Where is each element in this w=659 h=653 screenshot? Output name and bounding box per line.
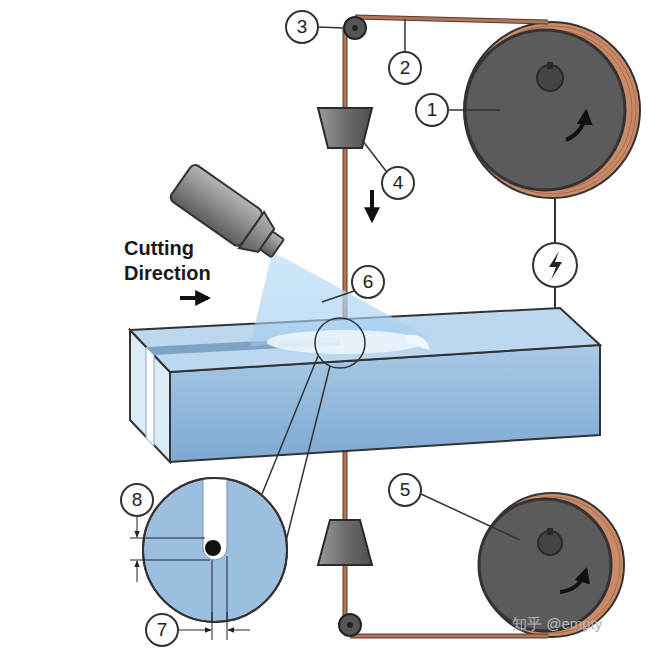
kerf-slot-side xyxy=(146,347,154,446)
dimension-arrow xyxy=(137,561,138,582)
callout-number: 8 xyxy=(121,484,153,516)
hub-key xyxy=(547,528,553,535)
wire xyxy=(350,635,548,638)
power-wire xyxy=(554,198,556,243)
leader-line xyxy=(421,494,520,540)
spool-face xyxy=(479,499,611,631)
pulley-axle xyxy=(352,25,358,31)
zoom-line xyxy=(262,356,318,494)
dimension-arrow xyxy=(228,630,250,631)
callout-circle xyxy=(416,94,448,126)
power-symbol-circle xyxy=(533,243,577,287)
zoom-line xyxy=(285,366,330,545)
pulley-axle xyxy=(347,622,353,628)
lightning-symbol xyxy=(549,251,562,280)
leader-line xyxy=(322,291,354,302)
water-splash xyxy=(267,330,423,354)
wire-outline xyxy=(350,634,548,639)
callout-number: 3 xyxy=(286,11,318,43)
dimension-arrow xyxy=(137,516,138,537)
callout-circle xyxy=(286,11,318,43)
rotation-arrow xyxy=(566,112,586,140)
callout-number: 4 xyxy=(382,167,414,199)
callout-circle xyxy=(389,474,421,506)
dimension-line xyxy=(130,560,210,561)
zoom-circle-outline xyxy=(143,478,287,622)
dimension-line xyxy=(227,612,228,640)
wire-outline xyxy=(355,17,548,22)
leader-line xyxy=(318,27,344,28)
dimension-line xyxy=(130,538,205,539)
leader-line xyxy=(362,140,386,171)
nozzle-tip xyxy=(260,231,284,257)
workpiece xyxy=(130,308,600,462)
rotation-arrow xyxy=(560,570,586,592)
leader-line xyxy=(404,19,406,51)
wire-guide xyxy=(318,520,372,565)
wire-section xyxy=(205,540,221,556)
dimension-line xyxy=(130,560,145,561)
callout-circles xyxy=(121,11,448,646)
callout-circle xyxy=(352,266,384,298)
hub-key xyxy=(547,62,553,69)
callout-number: 5 xyxy=(389,474,421,506)
dimension-line xyxy=(212,612,213,640)
callout-circle xyxy=(121,484,153,516)
dimension-line xyxy=(212,560,213,640)
callout-number: 1 xyxy=(416,94,448,126)
callout-circle xyxy=(389,52,421,84)
dimension-line xyxy=(227,556,228,640)
pulley xyxy=(339,614,361,636)
cutting-direction-arrow xyxy=(180,296,208,300)
callout-circle xyxy=(146,614,178,646)
dimension-arrow xyxy=(178,630,211,631)
kerf-gap xyxy=(203,470,227,560)
water-splash xyxy=(405,335,430,350)
callout-number: 6 xyxy=(352,266,384,298)
dimension-line xyxy=(130,538,145,539)
watermark: 知乎 @empty xyxy=(512,614,652,634)
callout-number: 7 xyxy=(146,614,178,646)
wire xyxy=(355,17,548,22)
callout-number: 2 xyxy=(389,52,421,84)
callout-circle xyxy=(382,167,414,199)
leader-lines xyxy=(318,19,520,540)
zoom-marker xyxy=(315,318,365,368)
zoom-detail xyxy=(130,318,365,640)
wire-feed-arrow xyxy=(370,190,374,220)
pulley xyxy=(344,17,366,39)
leader-line xyxy=(448,109,500,111)
direction-label: Cutting Direction xyxy=(124,236,236,286)
